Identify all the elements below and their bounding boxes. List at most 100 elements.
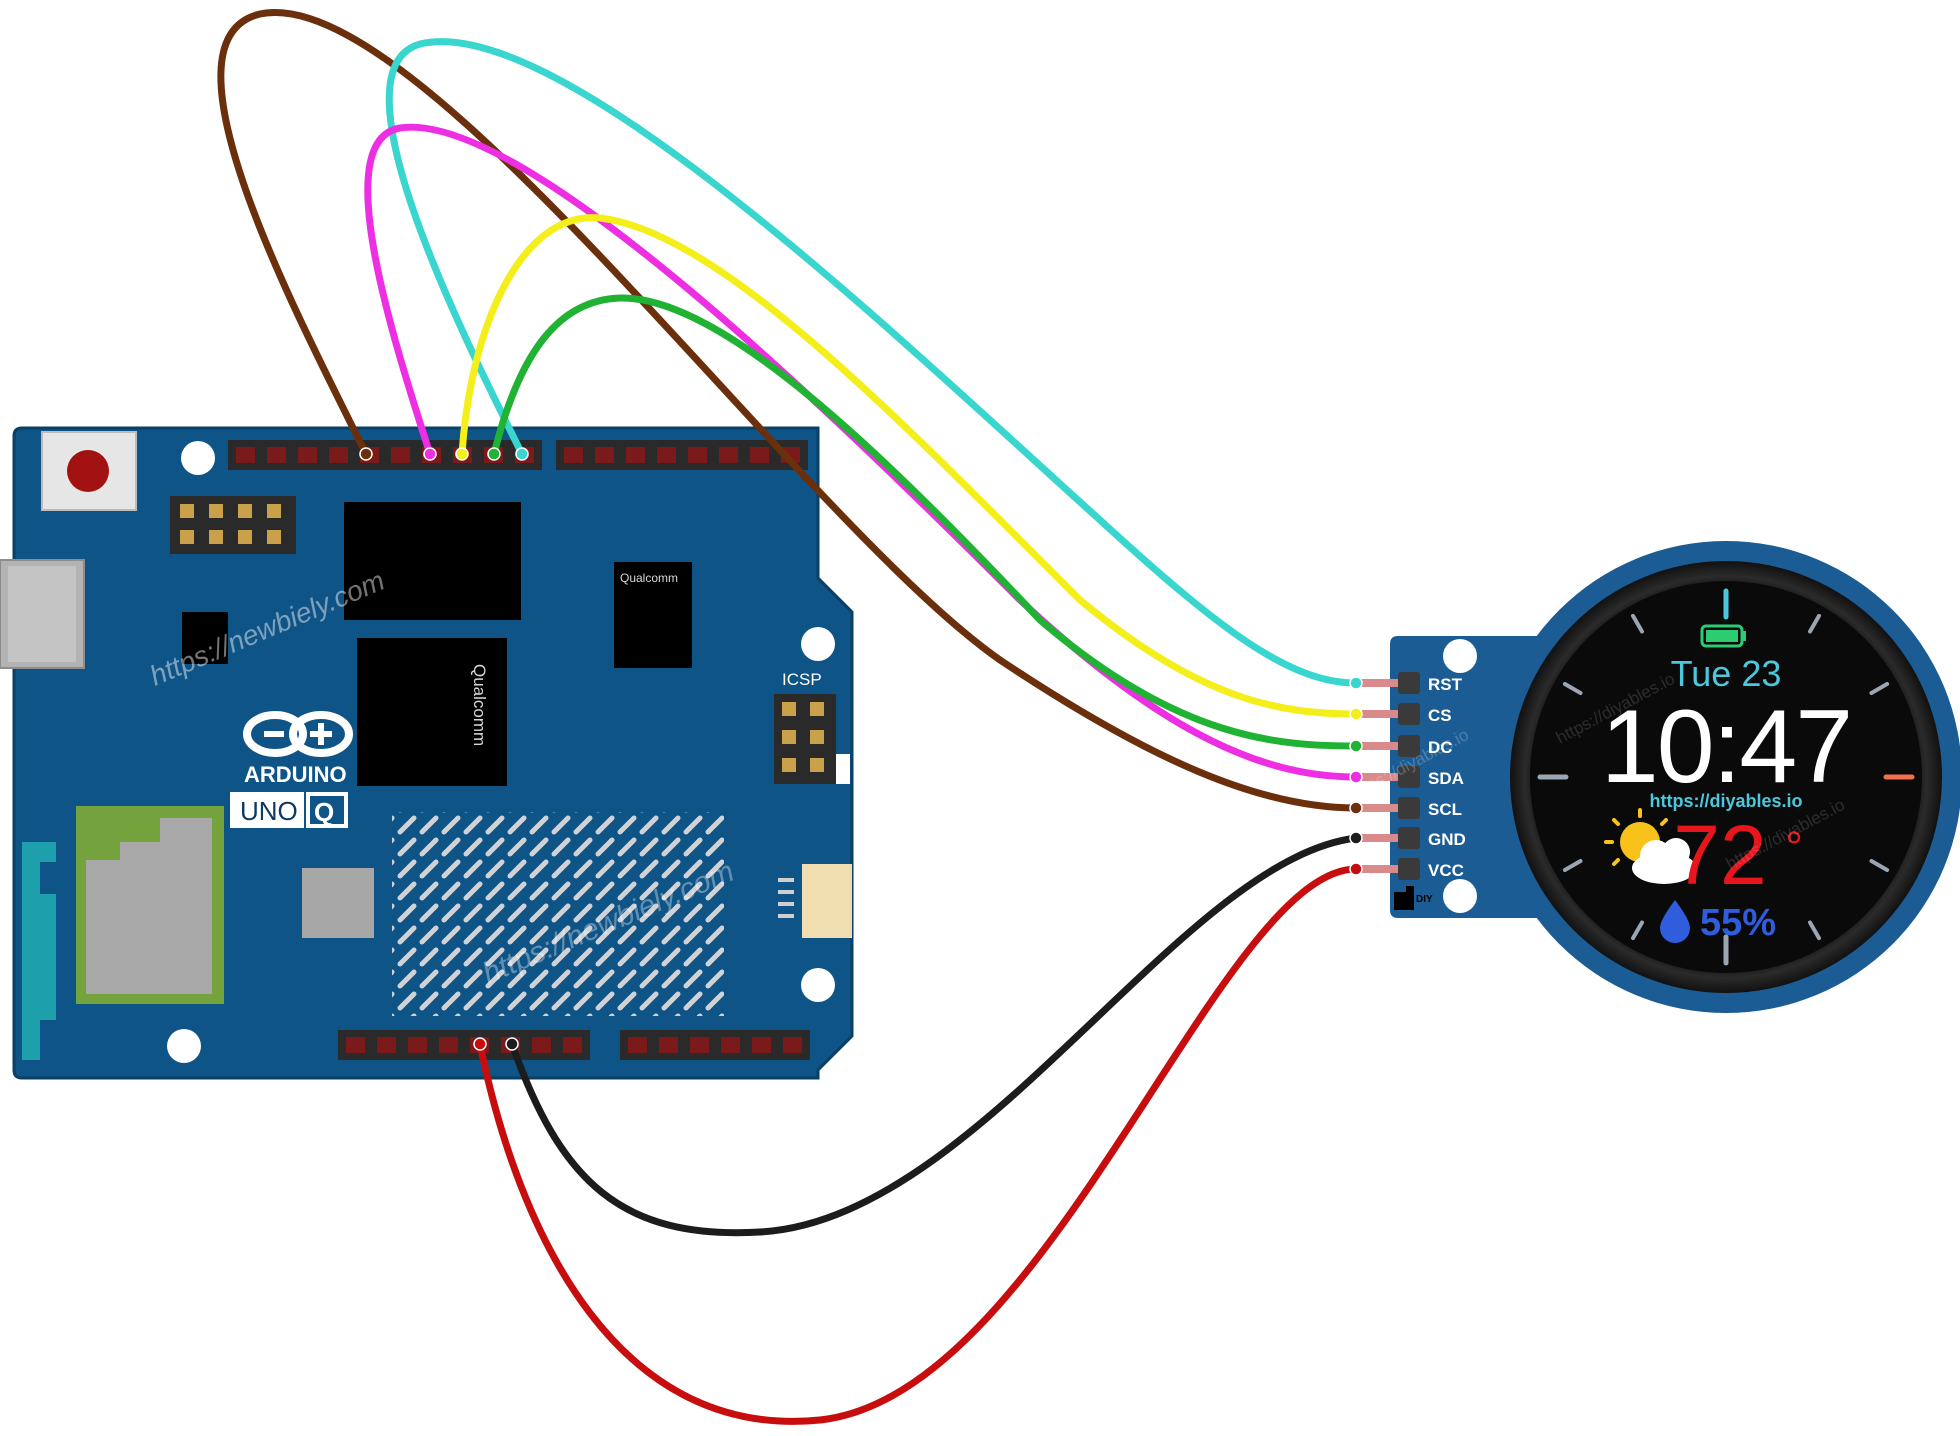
wire-gnd-end <box>1349 831 1363 845</box>
wire-end-caps <box>359 447 1363 1051</box>
icsp-label: ICSP <box>782 670 822 689</box>
power-analog-pin-header <box>338 1030 810 1060</box>
jtag-pin <box>238 504 252 518</box>
chip-qualcomm-small <box>614 562 692 668</box>
screen-humidity: 55% <box>1700 902 1776 944</box>
module-hole-top <box>1443 639 1477 673</box>
mounting-hole <box>167 1029 201 1063</box>
chip-qualcomm-main <box>357 638 507 786</box>
icsp-pin <box>810 730 824 744</box>
board-wire-end <box>455 447 469 461</box>
chip-processor <box>344 502 521 620</box>
analog-header-pin <box>721 1037 740 1053</box>
module-pin-housing <box>1398 797 1420 819</box>
board-wire-end <box>487 447 501 461</box>
screen-url: https://diyables.io <box>1649 791 1802 811</box>
board-wire-end <box>473 1037 487 1051</box>
model-text-q: Q <box>314 797 334 827</box>
module-pin-leg <box>1360 742 1398 750</box>
pin-label-cs: CS <box>1428 706 1452 725</box>
module-pin-housing <box>1398 858 1420 880</box>
jtag-pin <box>209 504 223 518</box>
tick-mark <box>1631 613 1644 634</box>
side-connector <box>778 864 852 938</box>
board-wire-end <box>515 447 529 461</box>
analog-header-pin <box>752 1037 771 1053</box>
power-header-pin <box>563 1037 582 1053</box>
screen-time: 10:47 <box>1601 689 1851 805</box>
model-text-uno: UNO <box>240 796 298 826</box>
tick-mark <box>1869 859 1890 872</box>
wire-rst-end <box>1349 676 1363 690</box>
digital-header-pin <box>236 447 255 463</box>
digital-header-2-pin <box>657 447 676 463</box>
module-pin-leg <box>1360 710 1398 718</box>
analog-header-housing <box>620 1030 810 1060</box>
power-header-pin <box>408 1037 427 1053</box>
digital-header-2-pin <box>564 447 583 463</box>
tick-mark <box>1808 920 1821 941</box>
digital-header-2-pin <box>595 447 614 463</box>
tick-mark <box>1562 682 1583 695</box>
arduino-logo <box>243 711 353 757</box>
digital-header-pin <box>329 447 348 463</box>
pin-label-sda: SDA <box>1428 769 1464 788</box>
icsp-pin <box>782 758 796 772</box>
wire-gnd <box>508 834 1360 1237</box>
icsp-pin <box>810 758 824 772</box>
module-pin-housing <box>1398 672 1420 694</box>
jtag-pin <box>267 530 281 544</box>
small-ic <box>182 612 228 664</box>
mounting-hole <box>801 968 835 1002</box>
battery-icon <box>1700 624 1746 648</box>
digital-header-2-pin <box>626 447 645 463</box>
wire-scl <box>217 8 1360 812</box>
wire-sda-end <box>1349 770 1363 784</box>
arduino-brand-text: ARDUINO <box>244 762 347 787</box>
diyables-logo: DIY <box>1394 886 1433 910</box>
pin-label-gnd: GND <box>1428 830 1466 849</box>
wire-scl-end <box>1349 801 1363 815</box>
wire-dc-end <box>1349 739 1363 753</box>
screen-temperature: 72 <box>1673 808 1766 902</box>
digital-header-pin <box>298 447 317 463</box>
icsp-header <box>774 694 836 784</box>
icsp-pin <box>810 702 824 716</box>
module-pin-leg <box>1360 834 1398 842</box>
screen-degree-symbol: ° <box>1785 823 1803 872</box>
analog-header-pin <box>690 1037 709 1053</box>
chip-label-small: Qualcomm <box>620 571 678 585</box>
module-pin-housing <box>1398 735 1420 757</box>
arduino-uno-q-board: ICSP Qualcomm Qualcomm <box>0 426 854 1080</box>
icsp-pin <box>782 702 796 716</box>
wire-cs <box>458 214 1360 718</box>
humidity-drop-icon <box>1660 900 1690 943</box>
wire-dc <box>490 294 1360 750</box>
digital-header-2-pin <box>719 447 738 463</box>
model-badge-left <box>230 792 304 828</box>
jtag-pin <box>180 504 194 518</box>
diyables-logo-text: DIY <box>1416 894 1433 905</box>
jtag-pin <box>180 530 194 544</box>
jtag-header <box>170 496 296 554</box>
tick-mark <box>1808 613 1821 634</box>
module-pin-housing <box>1398 766 1420 788</box>
wire-vcc <box>476 865 1360 1425</box>
digital-header-pin <box>267 447 286 463</box>
digital-header-2-pin <box>750 447 769 463</box>
screen-date: Tue 23 <box>1671 653 1782 694</box>
power-header-housing <box>338 1030 590 1060</box>
jtag-pin <box>238 530 252 544</box>
module-pin-leg <box>1360 679 1398 687</box>
pin-label-rst: RST <box>1428 675 1463 694</box>
mounting-hole <box>181 441 215 475</box>
power-header-pin <box>346 1037 365 1053</box>
board-wire-end <box>423 447 437 461</box>
power-header-pin <box>377 1037 396 1053</box>
jtag-pin <box>267 504 281 518</box>
pin-label-vcc: VCC <box>1428 861 1464 880</box>
led-matrix <box>392 812 724 1016</box>
